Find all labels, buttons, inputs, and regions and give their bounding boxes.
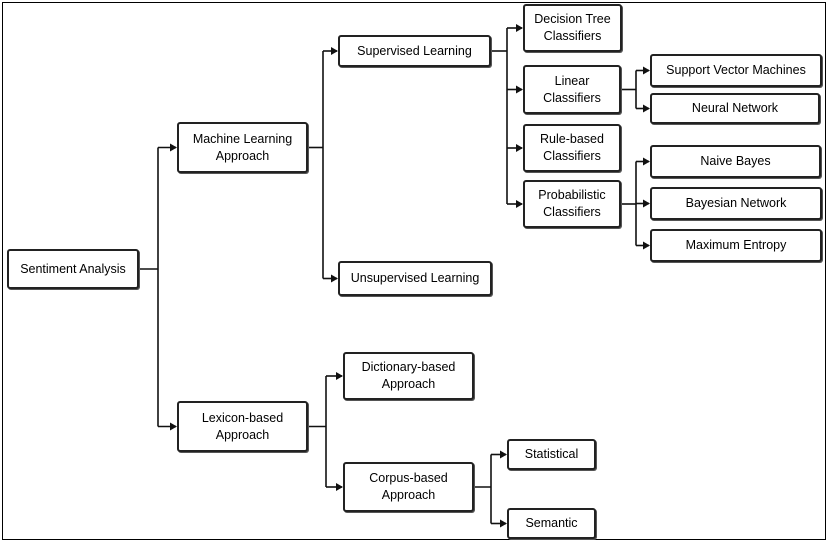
arrowhead-dict xyxy=(336,372,343,380)
node-support-vector-machines: Support Vector Machines xyxy=(650,54,822,87)
arrowhead-stat xyxy=(500,450,507,459)
node-linear-classifiers: Linear Classifiers xyxy=(523,65,621,114)
arrowhead-corp xyxy=(336,483,343,491)
arrowhead-sem xyxy=(500,519,507,528)
arrowhead-bn xyxy=(643,199,650,208)
arrowhead-ml xyxy=(170,143,177,152)
arrowhead-unsup xyxy=(331,274,338,283)
node-neural-network: Neural Network xyxy=(650,93,820,124)
node-machine-learning-approach: Machine Learning Approach xyxy=(177,122,308,173)
node-lexicon-based-approach: Lexicon-based Approach xyxy=(177,401,308,452)
node-probabilistic-classifiers: Probabilistic Classifiers xyxy=(523,180,621,228)
arrowhead-sup xyxy=(331,47,338,55)
node-naive-bayes: Naive Bayes xyxy=(650,145,821,178)
node-decision-tree-classifiers: Decision Tree Classifiers xyxy=(523,4,622,52)
arrowhead-lex xyxy=(170,422,177,431)
node-supervised-learning: Supervised Learning xyxy=(338,35,491,67)
arrowhead-nn xyxy=(643,104,650,113)
node-sentiment-analysis: Sentiment Analysis xyxy=(7,249,139,289)
arrowhead-me xyxy=(643,241,650,250)
node-unsupervised-learning: Unsupervised Learning xyxy=(338,261,492,296)
node-dictionary-based-approach: Dictionary-based Approach xyxy=(343,352,474,400)
arrowhead-prob xyxy=(516,200,523,208)
node-bayesian-network: Bayesian Network xyxy=(650,187,822,220)
node-corpus-based-approach: Corpus-based Approach xyxy=(343,462,474,512)
arrowhead-rule xyxy=(516,144,523,152)
node-rule-based-classifiers: Rule-based Classifiers xyxy=(523,124,621,172)
node-statistical: Statistical xyxy=(507,439,596,470)
arrowhead-nb xyxy=(643,157,650,166)
arrowhead-dt xyxy=(516,24,523,32)
node-semantic: Semantic xyxy=(507,508,596,539)
arrowhead-lin xyxy=(516,85,523,94)
node-maximum-entropy: Maximum Entropy xyxy=(650,229,822,262)
arrowhead-svm xyxy=(643,66,650,75)
